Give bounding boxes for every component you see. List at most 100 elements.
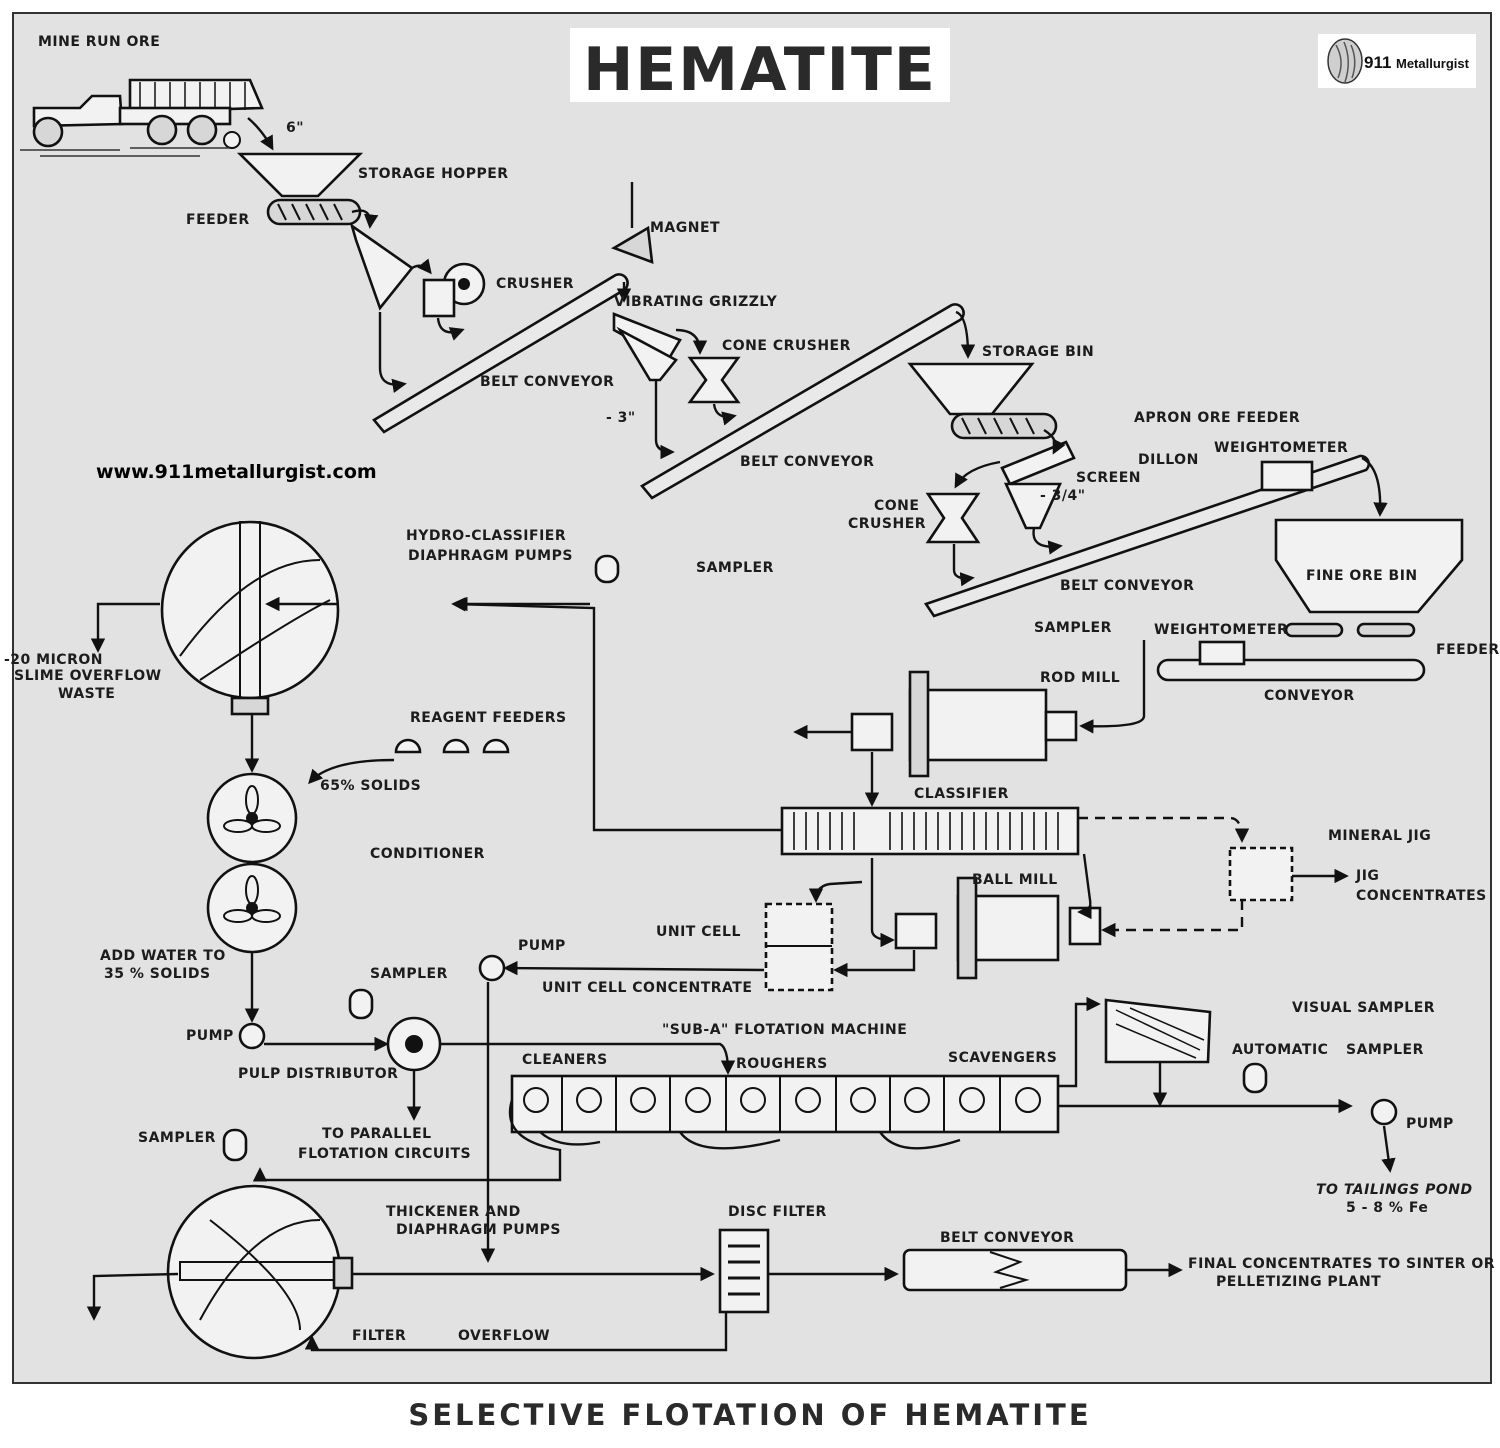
pump-right [1370,1098,1398,1126]
label-jig-conc-2: CONCENTRATES [1356,888,1487,904]
label-cleaners: CLEANERS [522,1052,608,1068]
label-parallel-2: FLOTATION CIRCUITS [298,1146,471,1162]
classifier [780,806,1080,856]
label-pulp-distributor: PULP DISTRIBUTOR [238,1066,398,1082]
weightometer-2 [1198,640,1246,666]
label-sampler-mid: SAMPLER [696,560,774,576]
label-automatic: AUTOMATIC [1232,1042,1328,1058]
label-six-inch: 6" [286,120,304,136]
label-belt-conveyor-2: BELT CONVEYOR [740,454,874,470]
label-overflow: OVERFLOW [458,1328,550,1344]
magnet [610,225,654,264]
label-storage-hopper: STORAGE HOPPER [358,166,509,182]
belt-conveyor-1 [372,273,629,434]
label-solids-65: 65% SOLIDS [320,778,421,794]
label-scavengers: SCAVENGERS [948,1050,1057,1066]
label-three-quarter: - 3/4" [1040,488,1086,504]
hydro-classifier [160,520,340,716]
apron-ore-feeder [950,412,1058,440]
label-roughers: ROUGHERS [736,1056,828,1072]
ball-mill [894,876,1102,980]
label-conditioner: CONDITIONER [370,846,485,862]
label-parallel-1: TO PARALLEL [322,1126,432,1142]
flotation-machine [510,1074,1060,1134]
conveyor-to-rod-mill [1156,658,1426,682]
label-thickener-2: DIAPHRAGM PUMPS [396,1222,561,1238]
pump-left [238,1022,266,1050]
label-filter: FILTER [352,1328,406,1344]
label-hydro-classifier: HYDRO-CLASSIFIER [406,528,566,544]
label-sampler-left: SAMPLER [138,1130,216,1146]
conditioner-1 [206,772,298,864]
label-weightometer-top: WEIGHTOMETER [1214,440,1348,456]
label-slime-1: -20 MICRON [4,652,103,668]
thickener [166,1184,354,1360]
website-url: www.911metallurgist.com [96,461,377,483]
label-cone-crusher-2a: CONE [874,498,919,514]
dillon-screen [1000,440,1076,486]
haul-truck-icon [32,78,264,149]
label-three-inch: - 3" [606,410,636,426]
label-magnet: MAGNET [650,220,720,236]
label-visual-sampler: VISUAL SAMPLER [1292,1000,1435,1016]
label-add-water-2: 35 % SOLIDS [104,966,211,982]
label-unit-cell: UNIT CELL [656,924,741,940]
labels: MINE RUN ORE 6" STORAGE HOPPER FEEDER MA… [4,34,1499,1344]
label-cone-crusher-2b: CRUSHER [848,516,926,532]
label-slime-2: SLIME OVERFLOW [14,668,162,684]
label-add-water-1: ADD WATER TO [100,948,226,964]
conditioner-2 [206,862,298,954]
label-crusher: CRUSHER [496,276,574,292]
disc-filter [718,1228,770,1314]
label-reagent-feeders: REAGENT FEEDERS [410,710,567,726]
label-mine-run-ore: MINE RUN ORE [38,34,160,50]
label-pump-mid: PUMP [518,938,566,954]
label-pump-left: PUMP [186,1028,234,1044]
label-unit-cell-conc: UNIT CELL CONCENTRATE [542,980,752,996]
label-sampler-right: SAMPLER [1034,620,1112,636]
rod-mill [850,670,1078,778]
label-final-2: PELLETIZING PLANT [1216,1274,1381,1290]
label-thickener-1: THICKENER AND [386,1204,521,1220]
label-sampler-lower: SAMPLER [370,966,448,982]
reagent-feeders [394,738,510,754]
label-belt-conveyor-1: BELT CONVEYOR [480,374,614,390]
label-diaphragm-pumps: DIAPHRAGM PUMPS [408,548,573,564]
cone-crusher-2 [925,492,981,544]
figure-caption: SELECTIVE FLOTATION OF HEMATITE [408,1398,1092,1432]
label-vibrating-grizzly: VIBRATING GRIZZLY [614,294,778,310]
page-title: HEMATITE [583,35,937,105]
label-final-1: FINAL CONCENTRATES TO SINTER OR [1188,1256,1495,1272]
label-tailings-2: 5 - 8 % Fe [1346,1200,1428,1216]
mineral-jig [1228,846,1294,902]
label-disc-filter: DISC FILTER [728,1204,827,1220]
flow-lines [86,117,1396,1352]
label-slime-3: WASTE [58,686,115,702]
jaw-crusher [422,262,486,318]
cone-crusher-top [687,356,741,404]
label-screen: SCREEN [1076,470,1141,486]
sampler-lower [348,988,374,1020]
weightometer-top [1260,460,1314,492]
label-rod-mill: ROD MILL [1040,670,1120,686]
belt-conveyor-2 [640,303,965,500]
label-classifier: CLASSIFIER [914,786,1009,802]
label-tailings-1: TO TAILINGS POND [1316,1182,1473,1198]
automatic-sampler [1242,1062,1268,1094]
label-cone-crusher-top: CONE CRUSHER [722,338,851,354]
label-mineral-jig: MINERAL JIG [1328,828,1431,844]
label-dillon: DILLON [1138,452,1199,468]
storage-bin [907,362,1035,416]
label-belt-conveyor-4: BELT CONVEYOR [940,1230,1074,1246]
logo-number: 911 [1364,53,1391,72]
pump-mid [478,954,506,982]
sampler-left [222,1128,248,1162]
label-jig-conc-1: JIG [1355,868,1379,884]
label-belt-conveyor-3: BELT CONVEYOR [1060,578,1194,594]
label-sub-a: "SUB-A" FLOTATION MACHINE [662,1022,907,1038]
label-storage-bin: STORAGE BIN [982,344,1094,360]
fine-ore-bin [1274,518,1464,614]
logo: 911 Metallurgist [1318,34,1476,88]
label-apron-ore-feeder: APRON ORE FEEDER [1134,410,1300,426]
feeder-top [266,198,362,226]
